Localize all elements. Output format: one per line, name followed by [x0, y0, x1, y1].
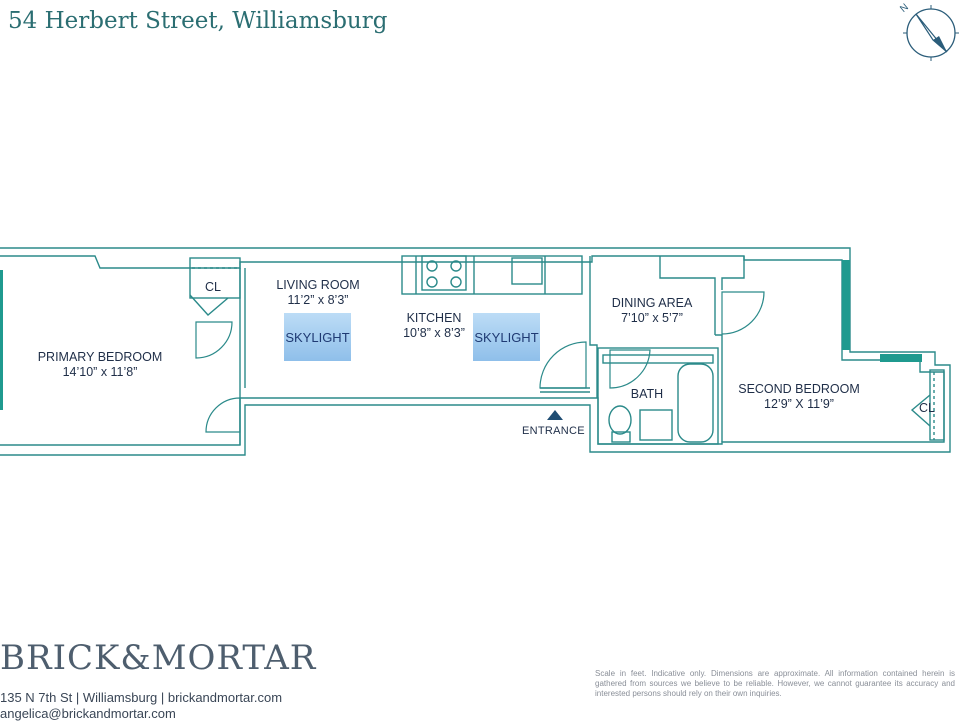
closet-label: CL: [205, 280, 221, 294]
skylight: SKYLIGHT: [284, 313, 351, 361]
brand-logo: BRICK&MORTAR: [0, 638, 317, 678]
entrance-label: ENTRANCE: [522, 425, 585, 437]
skylight: SKYLIGHT: [473, 313, 540, 361]
address-line: 135 N 7th St | Williamsburg | brickandmo…: [0, 690, 283, 705]
page-title: 54 Herbert Street, Williamsburg: [8, 8, 388, 34]
compass-icon: N: [898, 2, 959, 61]
bath-label: BATH: [630, 387, 664, 401]
disclaimer-text: Scale in feet. Indicative only. Dimensio…: [595, 669, 955, 698]
closet-label: CL: [919, 401, 935, 415]
email-line: angelica@brickandmortar.com: [0, 706, 176, 721]
entrance-arrow-icon: [547, 410, 563, 420]
